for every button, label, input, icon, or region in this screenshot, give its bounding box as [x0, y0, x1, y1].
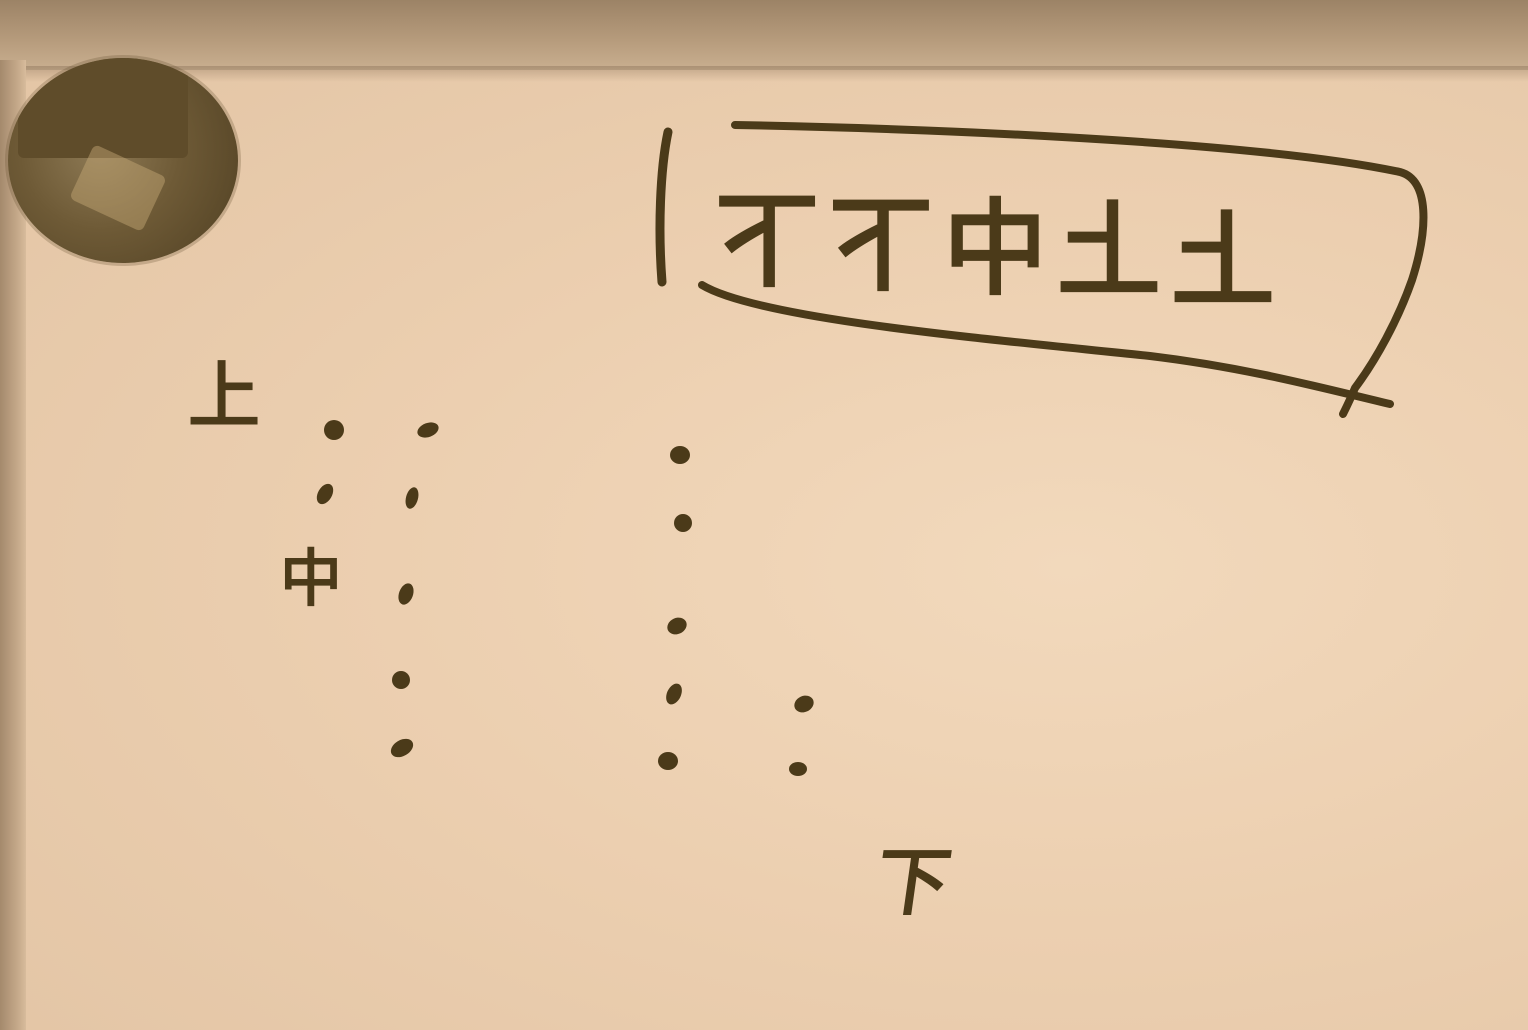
dot	[390, 738, 414, 758]
boxed-character: 中	[943, 186, 1048, 310]
boxed-character-sequence: 上 上 中 下 下	[715, 170, 1275, 322]
dot	[667, 617, 687, 635]
dot	[666, 683, 682, 705]
board-top-frame	[0, 0, 1528, 70]
board-top-frame-shadow	[0, 66, 1528, 82]
dot	[324, 420, 344, 440]
magnet-sticker	[18, 58, 188, 158]
label-top: 上	[188, 353, 261, 438]
label-bottom: 下	[869, 840, 957, 926]
dot	[417, 422, 439, 438]
dot	[674, 514, 692, 532]
dot	[670, 446, 690, 464]
dot	[405, 487, 419, 509]
label-middle: 中	[280, 542, 343, 615]
drawn-box-left-stroke	[655, 127, 673, 287]
board-left-frame	[0, 60, 26, 1030]
drawn-box-outline	[698, 121, 1428, 418]
boxed-character: 上	[1057, 188, 1162, 312]
dot	[658, 752, 678, 770]
boxed-character: 下	[715, 178, 820, 302]
round-magnet	[8, 58, 238, 263]
boxed-character: 下	[829, 182, 934, 306]
dot	[392, 671, 410, 689]
dot	[316, 483, 334, 505]
boxed-character: 上	[1170, 198, 1275, 322]
dot	[398, 583, 414, 605]
dot	[789, 762, 807, 776]
dot	[794, 695, 814, 713]
